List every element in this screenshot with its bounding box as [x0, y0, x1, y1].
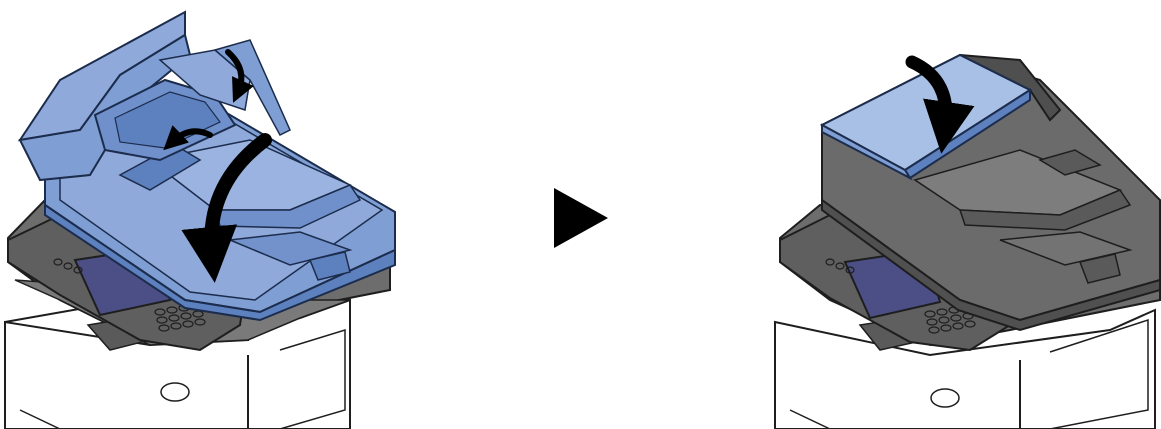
next-step-arrow-icon — [554, 188, 608, 248]
panel-step-1 — [5, 12, 395, 429]
panel-step-2 — [775, 55, 1160, 429]
